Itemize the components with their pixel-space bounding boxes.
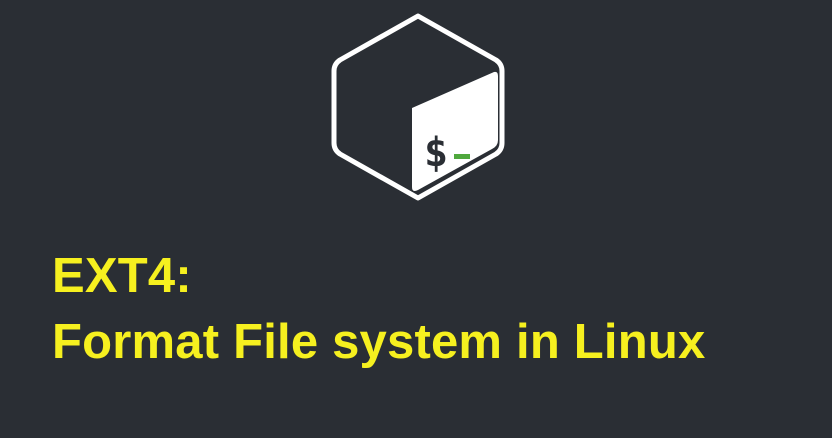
logo-hexagon-outline [331, 13, 505, 201]
logo-face [412, 71, 498, 191]
bash-shell-logo-icon: $ [331, 13, 505, 201]
headline-line-1: EXT4: [52, 249, 192, 303]
logo-cursor [454, 154, 470, 159]
logo-prompt-symbol: $ [424, 130, 448, 176]
headline-line-2: Format File system in Linux [52, 315, 706, 369]
